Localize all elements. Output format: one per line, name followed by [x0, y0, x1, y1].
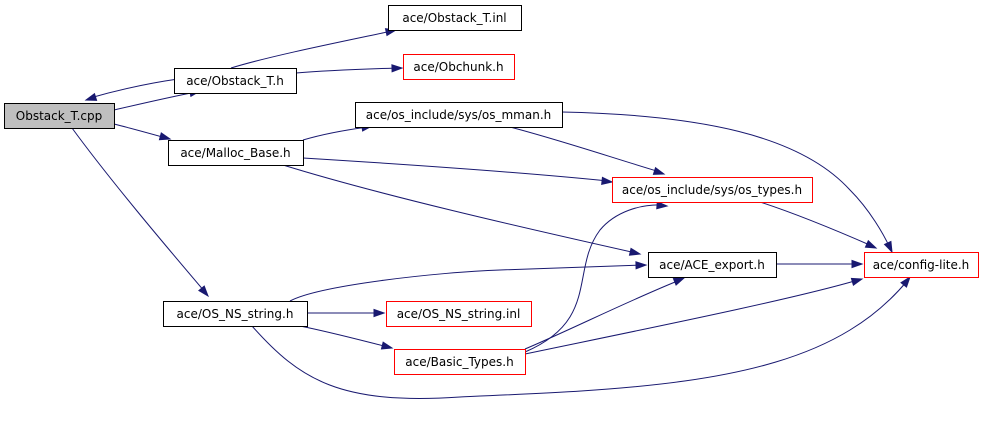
arrowhead [652, 166, 666, 175]
node-label: ace/Basic_Types.h [405, 355, 513, 369]
arrowhead [84, 92, 98, 101]
edge-os_mman_h-to-os_types_h [509, 126, 666, 175]
edge-malloc_base_h-to-ace_export_h [282, 164, 642, 256]
edge-obstack_t_h-to-obstack_t_inl [230, 28, 398, 69]
node-label: Obstack_T.cpp [16, 109, 102, 123]
node-label: ace/Obstack_T.h [186, 74, 284, 88]
edge-os_ns_string_h-to-config_lite_h [251, 275, 911, 399]
edge-obstack_t_cpp-to-os_ns_string_h [71, 127, 209, 298]
edge-line [561, 111, 891, 249]
node-config-lite-h[interactable]: ace/config-lite.h [864, 252, 979, 278]
edge-line [524, 279, 859, 355]
edge-line [251, 279, 909, 399]
node-box [648, 252, 777, 278]
edge-line [71, 127, 206, 293]
node-basic-types-h[interactable]: ace/Basic_Types.h [394, 349, 526, 375]
nodes-layer: Obstack_T.cpp ace/Obstack_T.h ace/Obstack_… [4, 5, 979, 375]
edge-line [230, 30, 393, 69]
node-obstack-t-h[interactable]: ace/Obstack_T.h [174, 68, 297, 94]
node-os-ns-string-h[interactable]: ace/OS_NS_string.h [163, 301, 308, 327]
arrowhead [380, 341, 394, 350]
node-ace-export-h[interactable]: ace/ACE_export.h [648, 252, 777, 278]
edge-line [299, 325, 389, 348]
node-box [163, 301, 308, 327]
edge-line [113, 91, 197, 111]
node-box [174, 68, 297, 94]
edge-obstack_t_h-to-obchunk_h [295, 64, 404, 74]
edge-os_ns_string_h-to-ace_export_h [289, 261, 648, 302]
arrowhead [883, 240, 893, 254]
arrowhead [158, 132, 172, 141]
node-box [4, 103, 115, 129]
node-label: ace/os_include/sys/os_mman.h [366, 108, 552, 122]
node-obchunk-h[interactable]: ace/Obchunk.h [403, 54, 515, 80]
edge-line [282, 164, 637, 254]
edge-line [302, 126, 369, 141]
edge-line [302, 157, 609, 182]
arrowhead [198, 285, 209, 298]
edge-line [113, 123, 167, 139]
arrowhead [672, 277, 686, 286]
node-malloc-base-h[interactable]: ace/Malloc_Base.h [168, 140, 304, 166]
edge-line [289, 264, 643, 302]
node-label: ace/config-lite.h [873, 258, 970, 272]
arrowhead [601, 176, 614, 186]
node-label: ace/OS_NS_string.h [177, 307, 294, 321]
edge-line [295, 67, 399, 74]
node-obstack-t-inl[interactable]: ace/Obstack_T.inl [388, 5, 522, 31]
node-os-types-h[interactable]: ace/os_include/sys/os_types.h [612, 177, 813, 203]
node-box [403, 54, 515, 80]
arrowhead [391, 64, 404, 73]
edge-obstack_t_cpp-to-malloc_base_h [113, 123, 172, 141]
node-label: ace/Obchunk.h [413, 60, 503, 74]
edge-line [524, 204, 664, 353]
node-box [394, 349, 526, 375]
arrowhead [628, 247, 642, 256]
node-obstack-t-cpp[interactable]: Obstack_T.cpp [4, 103, 115, 129]
node-box [355, 102, 563, 128]
edge-basic_types_h-to-config_lite_h [524, 277, 864, 355]
edge-basic_types_h-to-os_types_h [524, 201, 669, 353]
arrowhead [656, 201, 669, 210]
arrowhead [850, 277, 864, 286]
arrowhead [851, 259, 864, 269]
edge-os_types_h-to-config_lite_h [759, 201, 878, 249]
edge-basic_types_h-to-ace_export_h [524, 277, 686, 350]
edge-ace_export_h-to-config_lite_h [776, 259, 864, 269]
node-box [168, 140, 304, 166]
edge-line [524, 279, 681, 350]
node-label: ace/os_include/sys/os_types.h [622, 183, 802, 197]
node-label: ace/Obstack_T.inl [402, 11, 506, 25]
arrowhead [373, 308, 386, 318]
node-box [612, 177, 813, 203]
arrowhead [864, 239, 878, 249]
arrowhead [900, 275, 911, 288]
edge-malloc_base_h-to-os_types_h [302, 157, 614, 186]
edge-os_ns_string_h-to-os_ns_string_inl [307, 308, 386, 318]
edge-line [89, 78, 179, 99]
arrowhead [635, 261, 648, 270]
edge-os_mman_h-to-config_lite_h [561, 111, 893, 254]
edge-line [509, 126, 661, 173]
edge-line [759, 201, 873, 247]
edge-os_ns_string_h-to-basic_types_h [299, 325, 394, 350]
node-os-ns-string-inl[interactable]: ace/OS_NS_string.inl [386, 301, 532, 327]
node-label: ace/OS_NS_string.inl [397, 307, 521, 321]
edge-obstack_t_h-to-obstack_t_cpp [84, 78, 179, 101]
node-box [388, 5, 522, 31]
node-label: ace/ACE_export.h [659, 258, 765, 272]
node-box [386, 301, 532, 327]
node-label: ace/Malloc_Base.h [180, 146, 290, 160]
node-box [864, 252, 979, 278]
node-os-mman-h[interactable]: ace/os_include/sys/os_mman.h [355, 102, 563, 128]
